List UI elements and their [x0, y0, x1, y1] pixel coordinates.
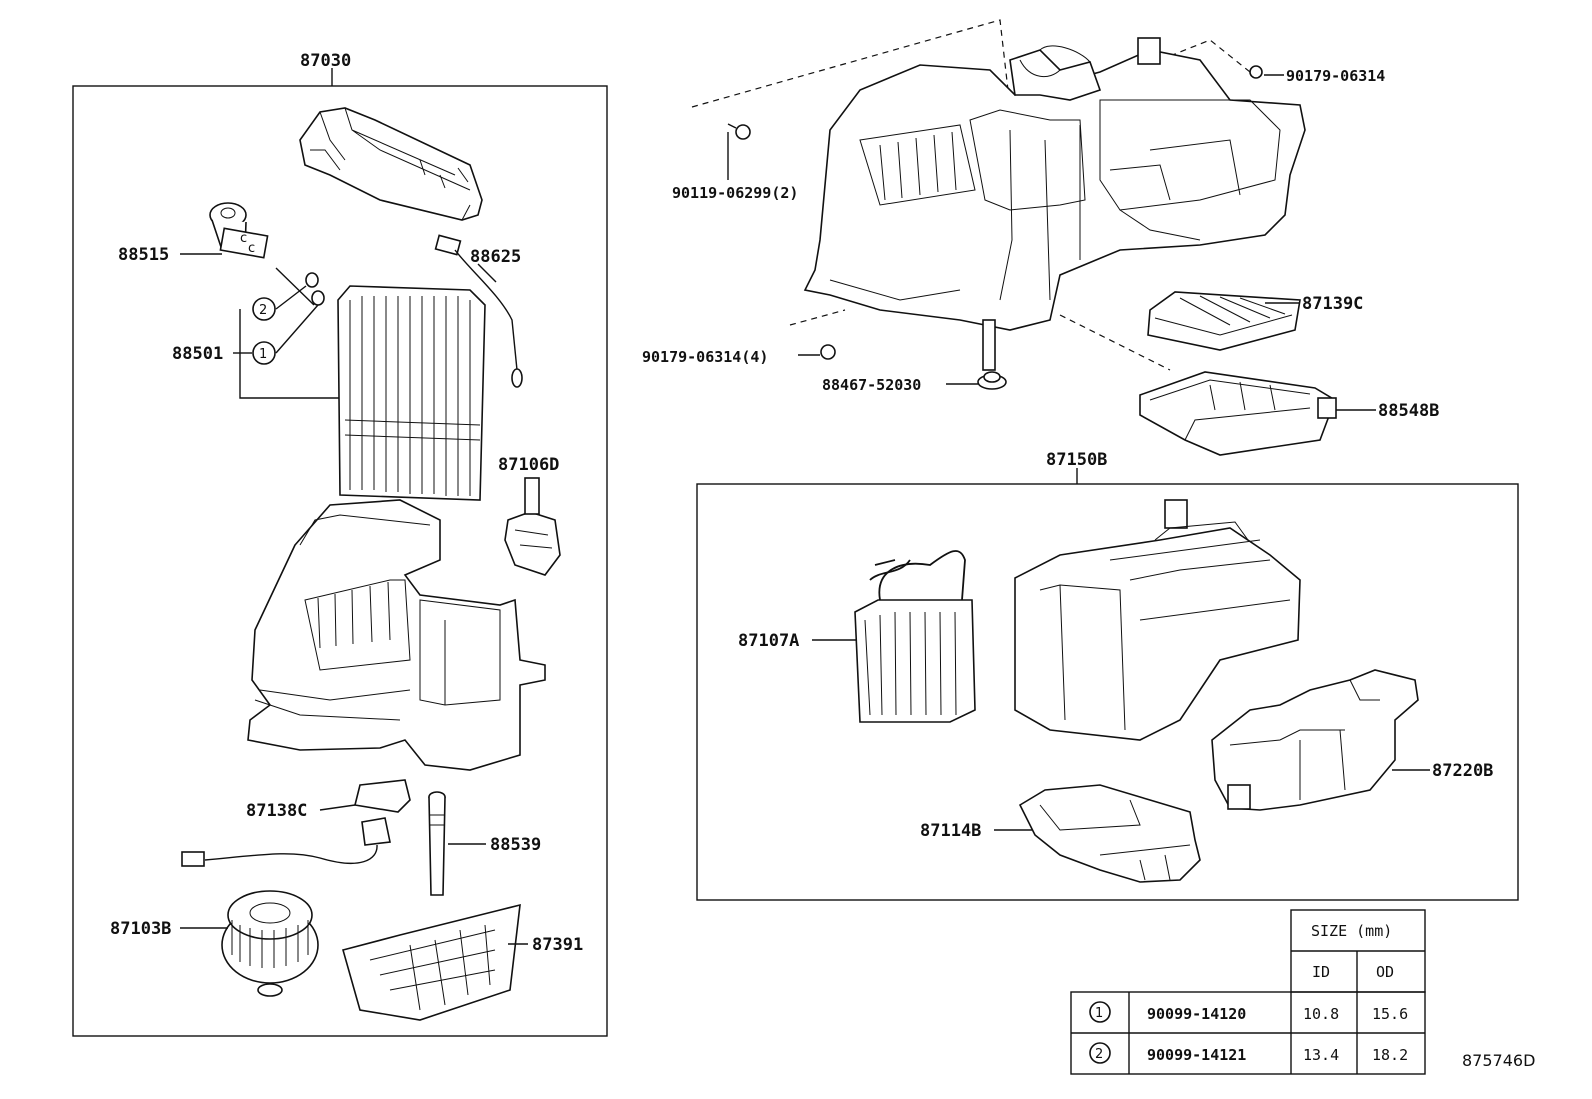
label-90119-06299: 90119-06299(2) — [672, 184, 798, 202]
svg-text:15.6: 15.6 — [1372, 1005, 1408, 1023]
svg-text:1: 1 — [259, 347, 267, 362]
label-87107A: 87107A — [738, 631, 799, 651]
label-88467-52030: 88467-52030 — [822, 376, 921, 394]
label-88501: 88501 — [172, 344, 223, 364]
heater-core-87107A-part — [854, 550, 976, 723]
blower-case-part — [247, 499, 546, 771]
label-87106D: 87106D — [498, 455, 559, 475]
svg-text:13.4: 13.4 — [1303, 1046, 1339, 1064]
duct-87114B-part — [1018, 784, 1201, 883]
svg-text:c: c — [240, 231, 247, 246]
size-table: SIZE (mm) ID OD 1 90099-14120 10.8 15.6 … — [1070, 909, 1426, 1075]
svg-text:2: 2 — [1095, 1047, 1103, 1062]
tube-88539-part — [428, 791, 446, 896]
svg-text:1: 1 — [1095, 1006, 1103, 1021]
left-assembly-frame — [72, 85, 608, 1037]
label-87103B: 87103B — [110, 919, 171, 939]
table-header-id: ID — [1312, 963, 1330, 981]
label-88625: 88625 — [470, 247, 521, 267]
blower-duct-part — [299, 107, 483, 221]
svg-text:18.2: 18.2 — [1372, 1046, 1408, 1064]
heater-unit-group: 87150B 87107A 87220B — [696, 450, 1519, 901]
sensor-88515-part: c c — [209, 202, 269, 259]
screw-90179-bottom — [820, 344, 836, 360]
screw-90119-part — [727, 123, 751, 140]
heater-case-part — [1014, 499, 1301, 741]
thermistor-88625-part — [434, 234, 523, 388]
label-87138C: 87138C — [246, 801, 307, 821]
duct-87220B-part — [1211, 669, 1419, 811]
label-88515: 88515 — [118, 245, 169, 265]
label-90179-06314-top: 90179-06314 — [1286, 67, 1385, 85]
left-assembly-group: 87030 c c 88515 88625 — [72, 51, 608, 1037]
blower-motor-87103B-part — [221, 890, 319, 997]
table-header-od: OD — [1376, 963, 1394, 981]
evaporator-88501-part — [337, 285, 486, 501]
table-header-size: SIZE (mm) — [1311, 922, 1392, 940]
svg-text:90099-14120: 90099-14120 — [1147, 1005, 1246, 1023]
table-row: 2 90099-14121 13.4 18.2 — [1089, 1042, 1408, 1064]
diagram-code: 875746D — [1462, 1051, 1535, 1070]
label-90179-06314-4: 90179-06314(4) — [642, 348, 768, 366]
callout-2 — [252, 297, 276, 321]
label-88539: 88539 — [490, 835, 541, 855]
svg-text:c: c — [248, 241, 255, 256]
label-87139C: 87139C — [1302, 294, 1363, 314]
filter-87139C-part — [1147, 291, 1301, 351]
table-row: 1 90099-14120 10.8 15.6 — [1089, 1001, 1408, 1023]
servo-87106D-part — [504, 477, 561, 576]
callout-1 — [252, 341, 276, 365]
label-88548B: 88548B — [1378, 401, 1439, 421]
label-87150B: 87150B — [1046, 450, 1107, 470]
duct-87391-part — [342, 903, 521, 1021]
screw-90179-top — [1249, 65, 1263, 79]
svg-text:2: 2 — [259, 303, 267, 318]
label-87030: 87030 — [300, 51, 351, 71]
upper-right-assembly: 90179-06314 90119-06299(2) 90179-06314(4… — [642, 19, 1439, 456]
svg-text:10.8: 10.8 — [1303, 1005, 1339, 1023]
hvac-unit-part — [803, 37, 1306, 371]
grommet-88467-part — [977, 371, 1007, 390]
label-87220B: 87220B — [1432, 761, 1493, 781]
filter-frame-88548B-part — [1139, 371, 1337, 456]
label-87114B: 87114B — [920, 821, 981, 841]
svg-text:90099-14121: 90099-14121 — [1147, 1046, 1246, 1064]
label-87391: 87391 — [532, 935, 583, 955]
resistor-87138C-part — [181, 779, 411, 867]
heater-unit-frame — [696, 483, 1519, 901]
